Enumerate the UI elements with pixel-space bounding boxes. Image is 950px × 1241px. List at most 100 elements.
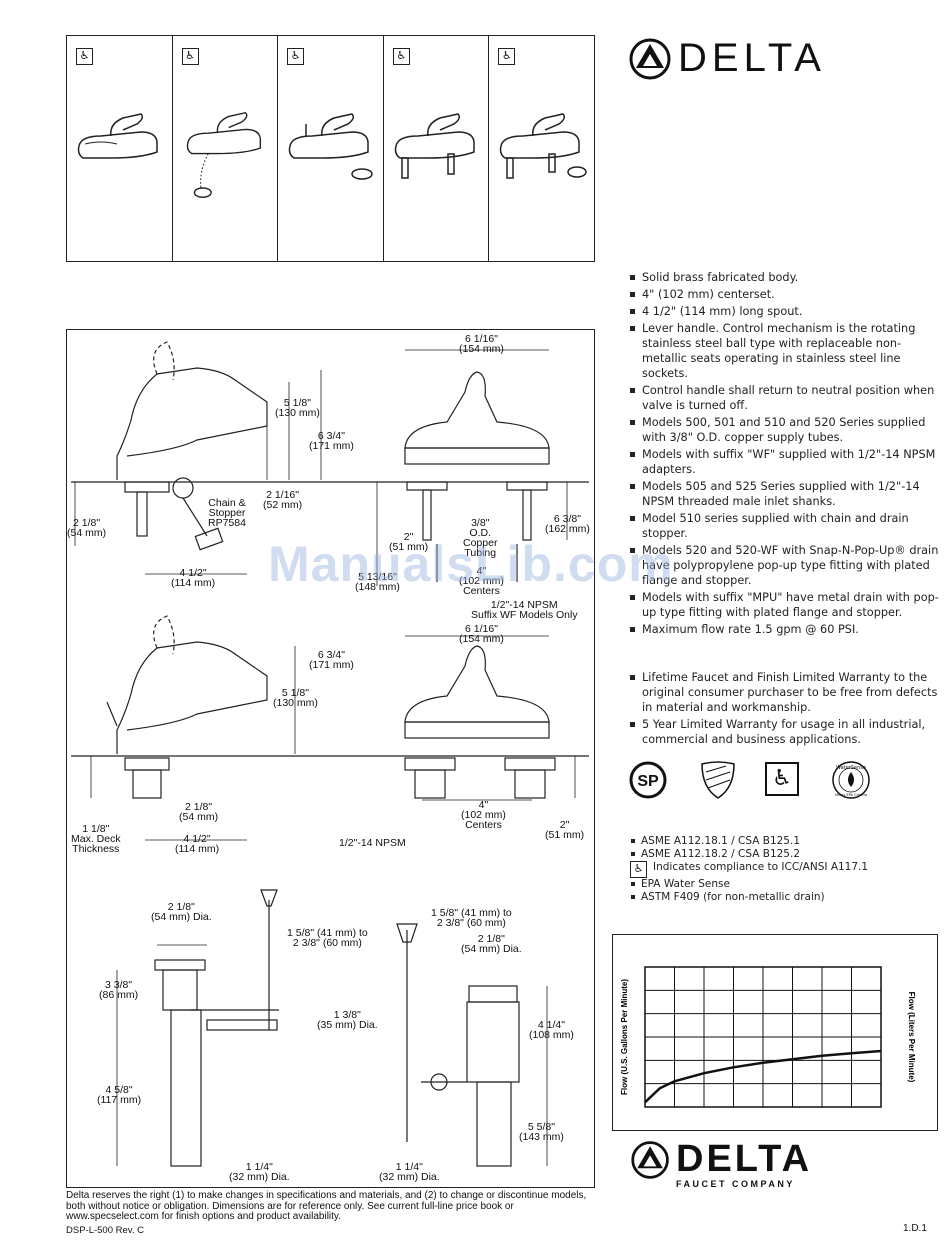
brand-tagline: FAUCET COMPANY: [676, 1179, 795, 1189]
bullet-icon: [630, 326, 635, 331]
delta-triangle-icon: [629, 38, 671, 79]
product-strip: ♿ ♿ ♿ ♿ ♿: [66, 35, 595, 262]
standard-item: ♿ Indicates compliance to ICC/ANSI A117.1: [630, 861, 930, 878]
dim-drain-left-bottom: 1 1/4"(32 mm) Dia.: [229, 1161, 290, 1183]
dimension-drawings: 5 1/8"(130 mm) 6 3/4"(171 mm) 2 1/16"(52…: [66, 329, 595, 1188]
bullet-icon: [630, 722, 635, 727]
brand-name: DELTA: [676, 1138, 813, 1180]
product-cell: ♿: [278, 36, 384, 261]
y2-axis-label: Flow (Liters Per Minute): [907, 992, 916, 1083]
dim-top-front-width: 6 1/16"(154 mm): [459, 333, 504, 355]
dim-mid-side-below: 2 1/8"(54 mm): [179, 801, 219, 823]
ada-icon: ♿: [498, 48, 516, 65]
bullet-icon: [630, 275, 635, 280]
dim-mid-front-width: 6 1/16"(154 mm): [459, 623, 504, 645]
bullet-icon: [630, 388, 635, 393]
dim-top-side-h2: 6 3/4"(171 mm): [309, 430, 354, 452]
features-text: Model 510 series supplied with chain and…: [642, 512, 909, 540]
bullet-icon: [631, 852, 635, 856]
page-number: 1.D.1: [903, 1223, 927, 1234]
product-cell: ♿: [67, 36, 173, 261]
csa-logo: SP: [629, 761, 667, 799]
faucet-with-chain-illustration: [186, 111, 261, 198]
features-item: Models 505 and 525 Series supplied with …: [628, 479, 940, 509]
ada-icon: ♿: [181, 48, 199, 65]
flow-rate-chart: Flow (U.S. Gallons Per Minute) Flow (Lite…: [612, 934, 938, 1131]
features-item: 4 1/2" (114 mm) long spout.: [628, 304, 940, 319]
ada-icon: ♿: [630, 861, 647, 878]
delta-logo-top: DELTA: [628, 36, 826, 81]
features-item: Models 520 and 520-WF with Snap-N-Pop-Up…: [628, 543, 940, 588]
delta-triangle-icon: [631, 1140, 669, 1179]
standard-text: ASME A112.18.2 / CSA B125.2: [641, 848, 801, 860]
bullet-icon: [630, 309, 635, 314]
features-item: Control handle shall return to neutral p…: [628, 383, 940, 413]
features-text: Models 500, 501 and 510 and 520 Series s…: [642, 416, 926, 444]
ada-icon: ♿: [287, 48, 305, 65]
dim-mid-front-centers: 4"(102 mm)Centers: [461, 799, 506, 831]
dim-top-front-height: 6 3/8"(162 mm): [545, 513, 590, 535]
features-item: Models with suffix "MPU" have metal drai…: [628, 590, 940, 620]
y-axis-label: Flow (U.S. Gallons Per Minute): [620, 979, 629, 1095]
product-cell: ♿: [384, 36, 490, 261]
features-text: Control handle shall return to neutral p…: [642, 384, 935, 412]
delta-logo-bottom: DELTA FAUCET COMPANY: [630, 1138, 830, 1189]
dim-mid-side-h1: 6 3/4"(171 mm): [309, 649, 354, 671]
features-text: Models with suffix "MPU" have metal drai…: [642, 591, 939, 619]
flow-chart-svg: Flow (U.S. Gallons Per Minute) Flow (Lite…: [620, 966, 916, 1108]
ada-icon: ♿: [76, 48, 93, 65]
features-item: Lever handle. Control mechanism is the r…: [628, 321, 940, 381]
npsm-label: 1/2"-14 NPSM: [339, 837, 406, 849]
dim-top-side-spout: 4 1/2"(114 mm): [171, 567, 216, 589]
watersense-subtext: Meets EPA Criteria: [835, 793, 867, 797]
features-item: Maximum flow rate 1.5 gpm @ 60 PSI.: [628, 622, 940, 637]
bullet-icon: [630, 627, 635, 632]
bullet-icon: [631, 895, 635, 899]
dim-drain-left-length: 4 5/8"(117 mm): [97, 1084, 142, 1106]
technical-drawing: [71, 341, 589, 1167]
csa-logo-text: SP: [637, 773, 659, 790]
dim-drain-right-length: 5 5/8"(143 mm): [519, 1121, 564, 1143]
standard-item: EPA Water Sense: [630, 878, 930, 891]
features-item: Models with suffix "WF" supplied with 1/…: [628, 447, 940, 477]
bullet-icon: [630, 548, 635, 553]
standard-text: ASME A112.18.1 / CSA B125.1: [641, 835, 801, 847]
faucet-illustration: [77, 113, 158, 159]
faucet-with-shanks-illustration: [394, 113, 475, 179]
features-item: Model 510 series supplied with chain and…: [628, 511, 940, 541]
watersense-logo: WaterSense Meets EPA Criteria: [832, 761, 870, 799]
standard-text: Indicates compliance to ICC/ANSI A117.1: [653, 861, 869, 873]
bullet-icon: [630, 595, 635, 600]
features-text: Lever handle. Control mechanism is the r…: [642, 322, 916, 380]
faucet-with-popup-illustration: [288, 113, 373, 180]
standard-item: ASTM F409 (for non-metallic drain): [630, 891, 930, 904]
document-id: DSP-L-500 Rev. C: [66, 1225, 144, 1236]
dim-top-front-two: 2"(51 mm): [389, 531, 429, 553]
certification-icons: SP ♿ WaterSense Meets EPA Criteria: [628, 760, 938, 802]
dim-top-front-centers: 4"(102 mm)Centers: [459, 565, 504, 597]
dim-mid-front-two: 2"(51 mm): [545, 819, 585, 841]
standard-text: EPA Water Sense: [641, 878, 730, 890]
dim-mid-side-spout: 4 1/2"(114 mm): [175, 833, 220, 855]
features-item: 4" (102 mm) centerset.: [628, 287, 940, 302]
warranty-list: Lifetime Faucet and Finish Limited Warra…: [628, 670, 940, 749]
footer-disclaimer: Delta reserves the right (1) to make cha…: [66, 1190, 587, 1222]
bullet-icon: [630, 484, 635, 489]
watersense-text: WaterSense: [836, 765, 866, 771]
bullet-icon: [630, 292, 635, 297]
standard-text: ASTM F409 (for non-metallic drain): [641, 891, 825, 903]
warranty-item: Lifetime Faucet and Finish Limited Warra…: [628, 670, 940, 715]
dim-drain-right-height: 4 1/4"(108 mm): [529, 1019, 574, 1041]
features-list: Solid brass fabricated body. 4" (102 mm) …: [628, 270, 940, 639]
dim-top-side-h3: 2 1/16"(52 mm): [263, 489, 303, 511]
dim-drain-left-height: 3 3/8"(86 mm): [99, 979, 139, 1001]
faucet-with-shanks-popup-illustration: [500, 113, 588, 179]
dim-mid-side-h2: 5 1/8"(130 mm): [273, 687, 318, 709]
features-text: 4" (102 mm) centerset.: [642, 288, 775, 301]
dim-drain-right-bottom: 1 1/4"(32 mm) Dia.: [379, 1161, 440, 1183]
warranty-text: 5 Year Limited Warranty for usage in all…: [642, 718, 926, 746]
features-item: Solid brass fabricated body.: [628, 270, 940, 285]
